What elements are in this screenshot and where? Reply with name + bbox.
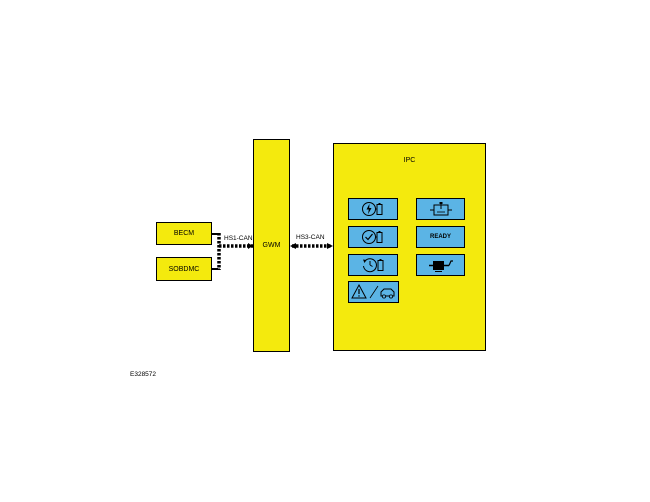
indicator-timer: [348, 254, 398, 276]
hs1-can-link: [212, 233, 253, 270]
arrow-icon: [248, 243, 253, 249]
hs1-can-label: HS1-CAN: [224, 235, 253, 242]
indicator-ready: READY: [416, 226, 465, 248]
indicator-charging: [348, 198, 398, 220]
sobdmc-module: SOBDMC: [156, 257, 212, 281]
becm-module: BECM: [156, 222, 212, 245]
hs3-can-link: [290, 243, 333, 249]
clock-reset-icon: [363, 258, 384, 273]
charging-battery-icon: [362, 202, 383, 216]
check-timer-icon: [362, 230, 383, 244]
becm-label: BECM: [173, 230, 195, 237]
arrow-icon: [290, 243, 296, 249]
indicator-motor: [416, 198, 465, 220]
ipc-label: IPC: [403, 157, 416, 164]
sobdmc-label: SOBDMC: [168, 265, 200, 273]
figure-id: E328572: [130, 371, 157, 378]
indicator-warning: [348, 281, 399, 303]
gwm-label: GWM: [262, 242, 281, 249]
indicator-check: [348, 226, 398, 248]
indicator-exhaust: [416, 254, 465, 276]
ready-label: READY: [429, 234, 451, 240]
gwm-module: GWM: [253, 139, 290, 352]
exhaust-icon: [428, 260, 453, 272]
arrow-icon: [327, 243, 333, 249]
hs3-can-label: HS3-CAN: [296, 234, 325, 241]
motor-icon: [429, 202, 452, 216]
warning-car-icon: [350, 283, 394, 299]
